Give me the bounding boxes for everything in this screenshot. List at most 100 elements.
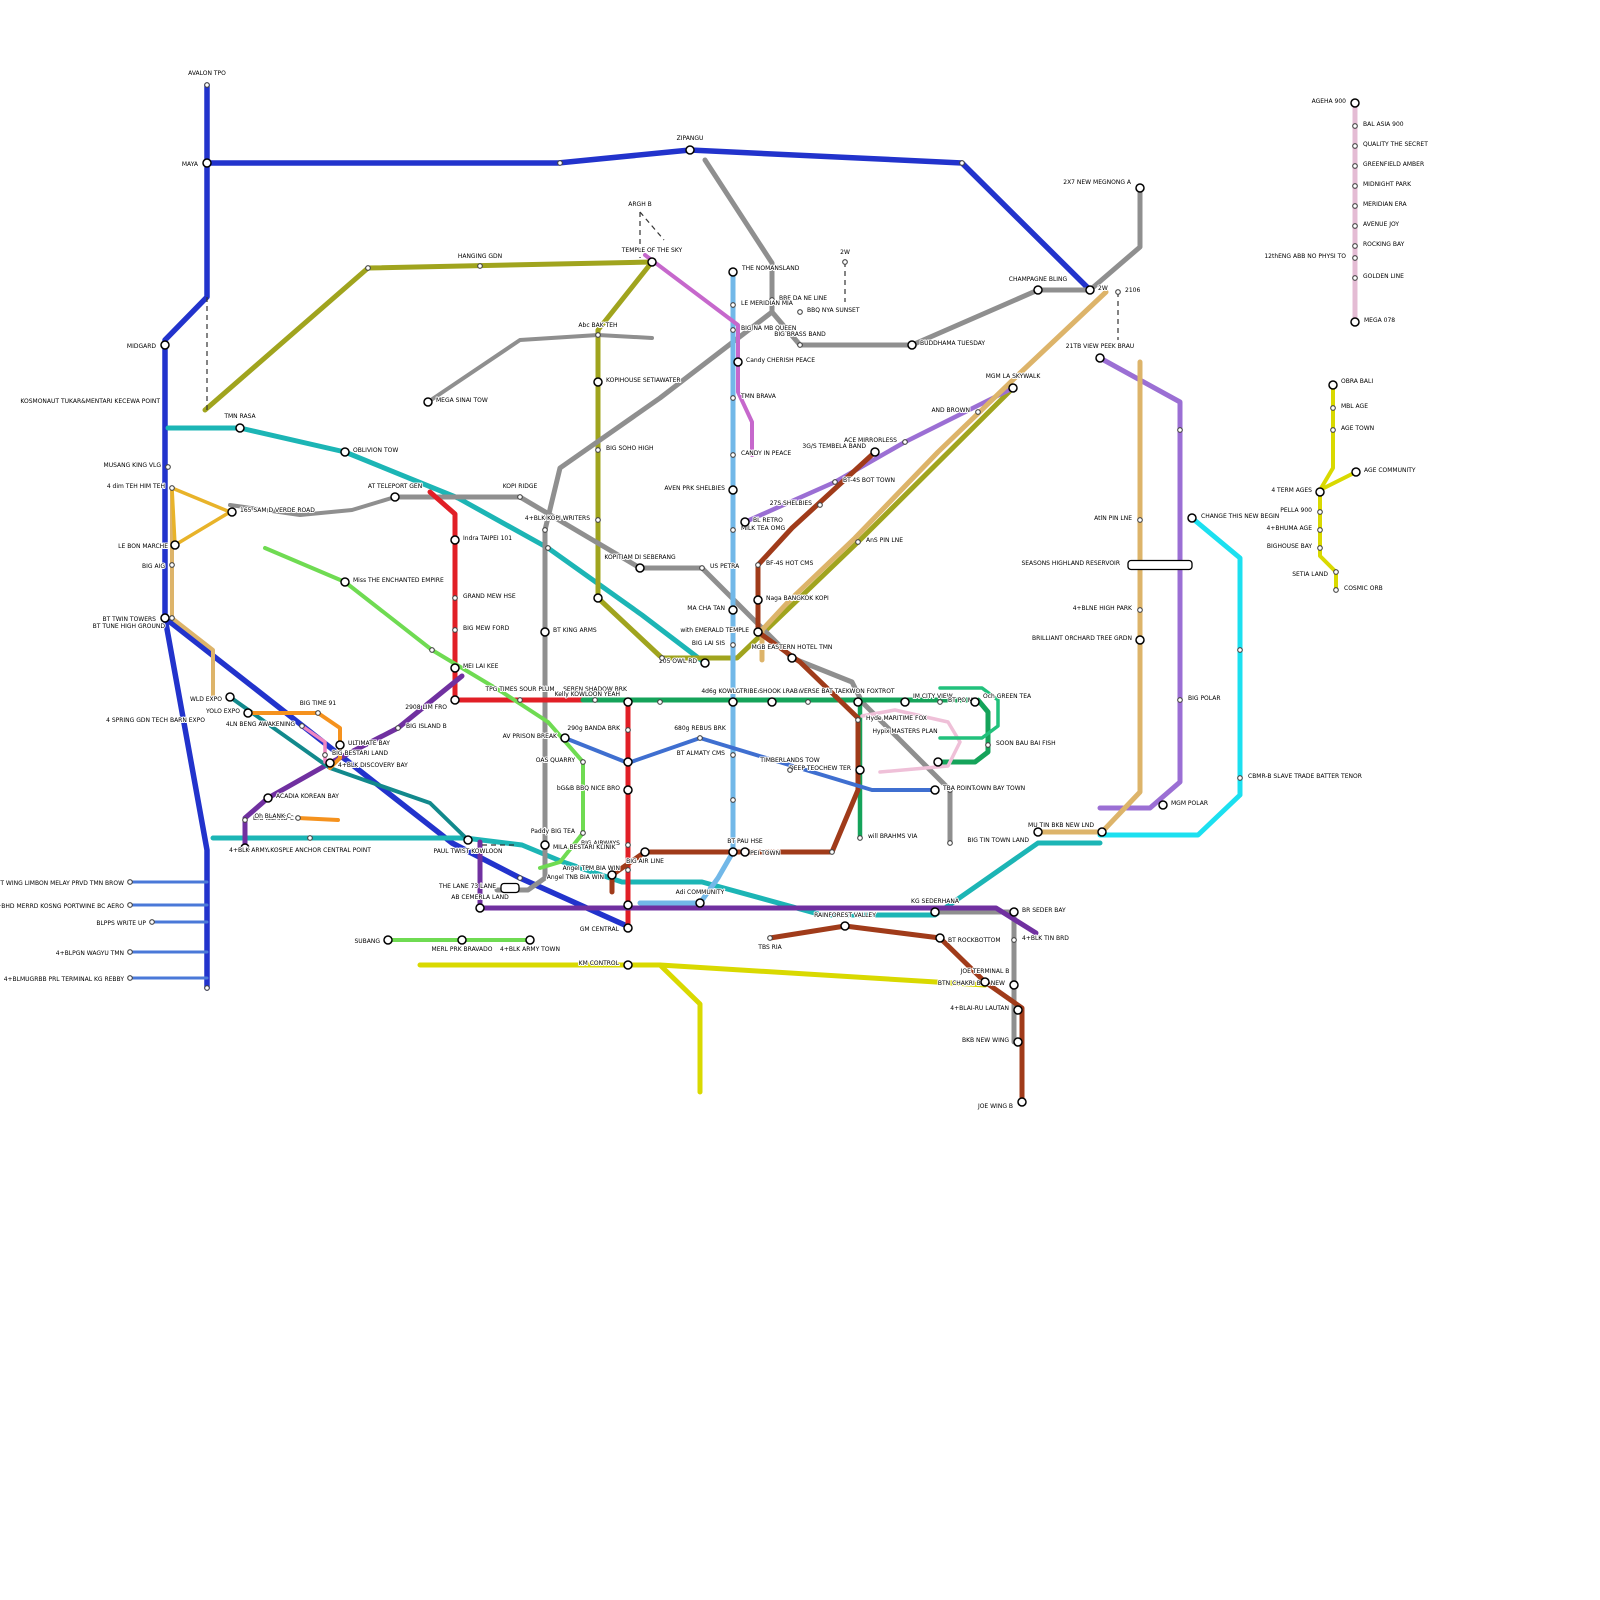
station-interchange <box>623 900 633 910</box>
station-interchange <box>1315 487 1325 497</box>
station-stop <box>1352 143 1358 149</box>
station-label: BIG ISLAND B <box>406 723 447 730</box>
station-label: BIG BRASS BAND <box>774 331 826 338</box>
station-label: Candy CHERISH PEACE <box>746 357 815 364</box>
station-interchange <box>623 960 633 970</box>
station-stop <box>975 409 981 415</box>
station-interchange <box>383 935 393 945</box>
station-label: Naga BANGKOK KOPI <box>766 595 829 602</box>
station-label: BBQ NYA SUNSET <box>807 307 860 314</box>
station-label: BT BROWN BAY TOWN <box>958 785 1025 792</box>
station-interchange <box>728 267 738 277</box>
station-label: AVALON TPO <box>188 70 226 77</box>
station-label: AGE COMMUNITY <box>1364 467 1416 474</box>
station-label: ACADIA KOREAN BAY <box>276 793 339 800</box>
station-label: QUALITY THE SECRET <box>1363 141 1428 148</box>
station-label: 4+BHD MERRD KOSNG PORTWINE BC AERO <box>0 903 124 910</box>
station-label: 4LN BENG AWAKENING <box>226 721 295 728</box>
station-label: MGM LA SKYWALK <box>986 373 1042 380</box>
station-stop <box>625 842 631 848</box>
station-label: OBLIVION TOW <box>353 447 398 454</box>
station-stop <box>517 875 523 881</box>
map-line-purple-b <box>477 839 1039 936</box>
station-stop <box>169 485 175 491</box>
station-interchange <box>463 835 473 845</box>
station-interchange <box>1158 800 1168 810</box>
station-label: 12thENG ABB NO PHYSI TO <box>1264 253 1346 260</box>
station-label: BKB NEW WING <box>962 1037 1009 1044</box>
station-label: SUBANG <box>354 938 380 945</box>
map-line-teal-a <box>165 425 708 666</box>
station-stop <box>730 527 736 533</box>
station-interchange <box>647 257 657 267</box>
map-line-gray-f <box>426 333 654 404</box>
station-label: AVENUE JOY <box>1363 221 1399 228</box>
station-stop <box>1317 527 1323 533</box>
station-label: Adi COMMUNITY <box>676 889 725 896</box>
station-interchange <box>390 492 400 502</box>
station-stop <box>595 447 601 453</box>
map-line-sg-a <box>938 686 1000 740</box>
station-interchange <box>170 540 180 550</box>
station-stop <box>769 297 775 303</box>
station-stop <box>1317 509 1323 515</box>
station-interchange <box>728 697 738 707</box>
station-label: BIG BESTARI LAND <box>332 750 388 757</box>
map-line-brown-b <box>767 923 1025 1105</box>
station-stop <box>699 565 705 571</box>
station-stop <box>1352 183 1358 189</box>
station-bar <box>1127 559 1193 571</box>
station-label: 165 SAM D VERDE ROAD <box>240 507 315 514</box>
station-label: with EMERALD TEMPLE <box>680 627 749 634</box>
station-label: BT TUNE HIGH GROUND <box>93 623 166 630</box>
station-stop <box>365 265 371 271</box>
station-interchange <box>243 708 253 718</box>
station-label: TRIBE SHOOK LIN BIA <box>739 688 805 695</box>
station-interchange <box>623 923 633 933</box>
station-stop <box>657 699 663 705</box>
station-interchange <box>1017 1097 1027 1107</box>
station-label: BIG MEW FORD <box>463 625 510 632</box>
map-line-cyan-a <box>1097 515 1243 838</box>
floating-label: Hypix MASTERS PLAN <box>872 728 937 735</box>
station-interchange <box>1350 98 1360 108</box>
station-label: Miss THE ENCHANTED EMPIRE <box>353 577 444 584</box>
station-stop <box>797 309 803 315</box>
station-label: LE BON MARCHE <box>118 543 168 550</box>
station-interchange <box>160 613 170 623</box>
station-interchange <box>225 692 235 702</box>
station-stop <box>165 464 171 470</box>
station-stop <box>947 840 953 846</box>
station-stop <box>842 259 848 265</box>
station-label: 3G/S TEMBELA BAND <box>802 443 866 450</box>
station-stop <box>1330 405 1336 411</box>
station-interchange <box>700 658 710 668</box>
map-line-yellow-r2 <box>1318 470 1358 492</box>
station-stop <box>542 527 548 533</box>
station-stop <box>1352 123 1358 129</box>
station-interchange <box>930 907 940 917</box>
station-stop <box>1352 203 1358 209</box>
station-stop <box>985 742 991 748</box>
station-label: KG SEDERHANA <box>911 898 960 905</box>
station-label: SEASONS HIGHLAND RESERVOIR <box>1021 560 1120 567</box>
station-label: BT KING ARMS <box>553 627 597 634</box>
station-label: 27S SHELBIES <box>770 500 812 507</box>
station-stop <box>1317 545 1323 551</box>
station-label: BT PO MY <box>948 697 977 704</box>
station-label: 2W <box>1098 285 1108 292</box>
station-stop <box>429 647 435 653</box>
station-label: BIG SOHO HIGH <box>606 445 654 452</box>
station-stop <box>204 82 210 88</box>
station-label: MERL PRK BRAVADO <box>432 946 493 953</box>
station-interchange <box>202 158 212 168</box>
station-label: CHANGE THIS NEW BEGIN <box>1201 513 1279 520</box>
station-stop <box>1333 569 1339 575</box>
station-interchange <box>1033 285 1043 295</box>
station-interchange <box>855 765 865 775</box>
station-label: WLD EXPO <box>190 696 222 703</box>
map-line-orange-a <box>246 711 342 770</box>
station-stop <box>169 562 175 568</box>
station-label: SETIA LAND <box>1292 571 1328 578</box>
station-stop <box>832 479 838 485</box>
